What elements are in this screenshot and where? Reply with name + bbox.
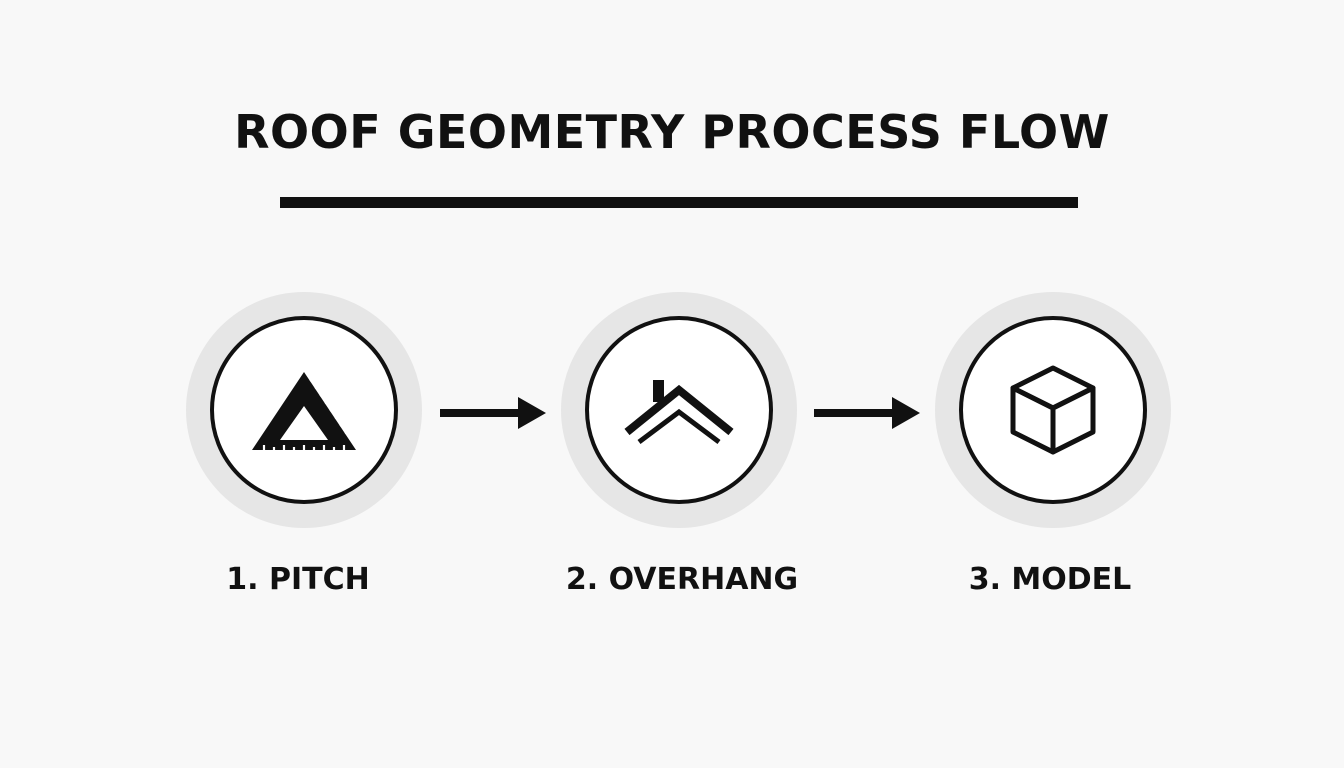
- roof-icon: [624, 380, 734, 444]
- step-1-circle: [210, 316, 398, 504]
- arrow-right-icon: [440, 397, 546, 429]
- step-3-label: 3. MODEL: [968, 562, 1132, 597]
- step-3-node: [935, 292, 1171, 528]
- step-2-label: 2. OVERHANG: [565, 562, 799, 597]
- triangle-ruler-icon: [252, 372, 356, 450]
- step-1-node: [186, 292, 422, 528]
- title-underline: [280, 197, 1078, 208]
- step-3-circle: [959, 316, 1147, 504]
- step-2-node: [561, 292, 797, 528]
- step-1-label: 1. PITCH: [226, 562, 370, 597]
- step-2-circle: [585, 316, 773, 504]
- cube-icon: [1010, 365, 1096, 455]
- arrow-right-icon: [814, 397, 920, 429]
- diagram-title: ROOF GEOMETRY PROCESS FLOW: [234, 105, 1110, 159]
